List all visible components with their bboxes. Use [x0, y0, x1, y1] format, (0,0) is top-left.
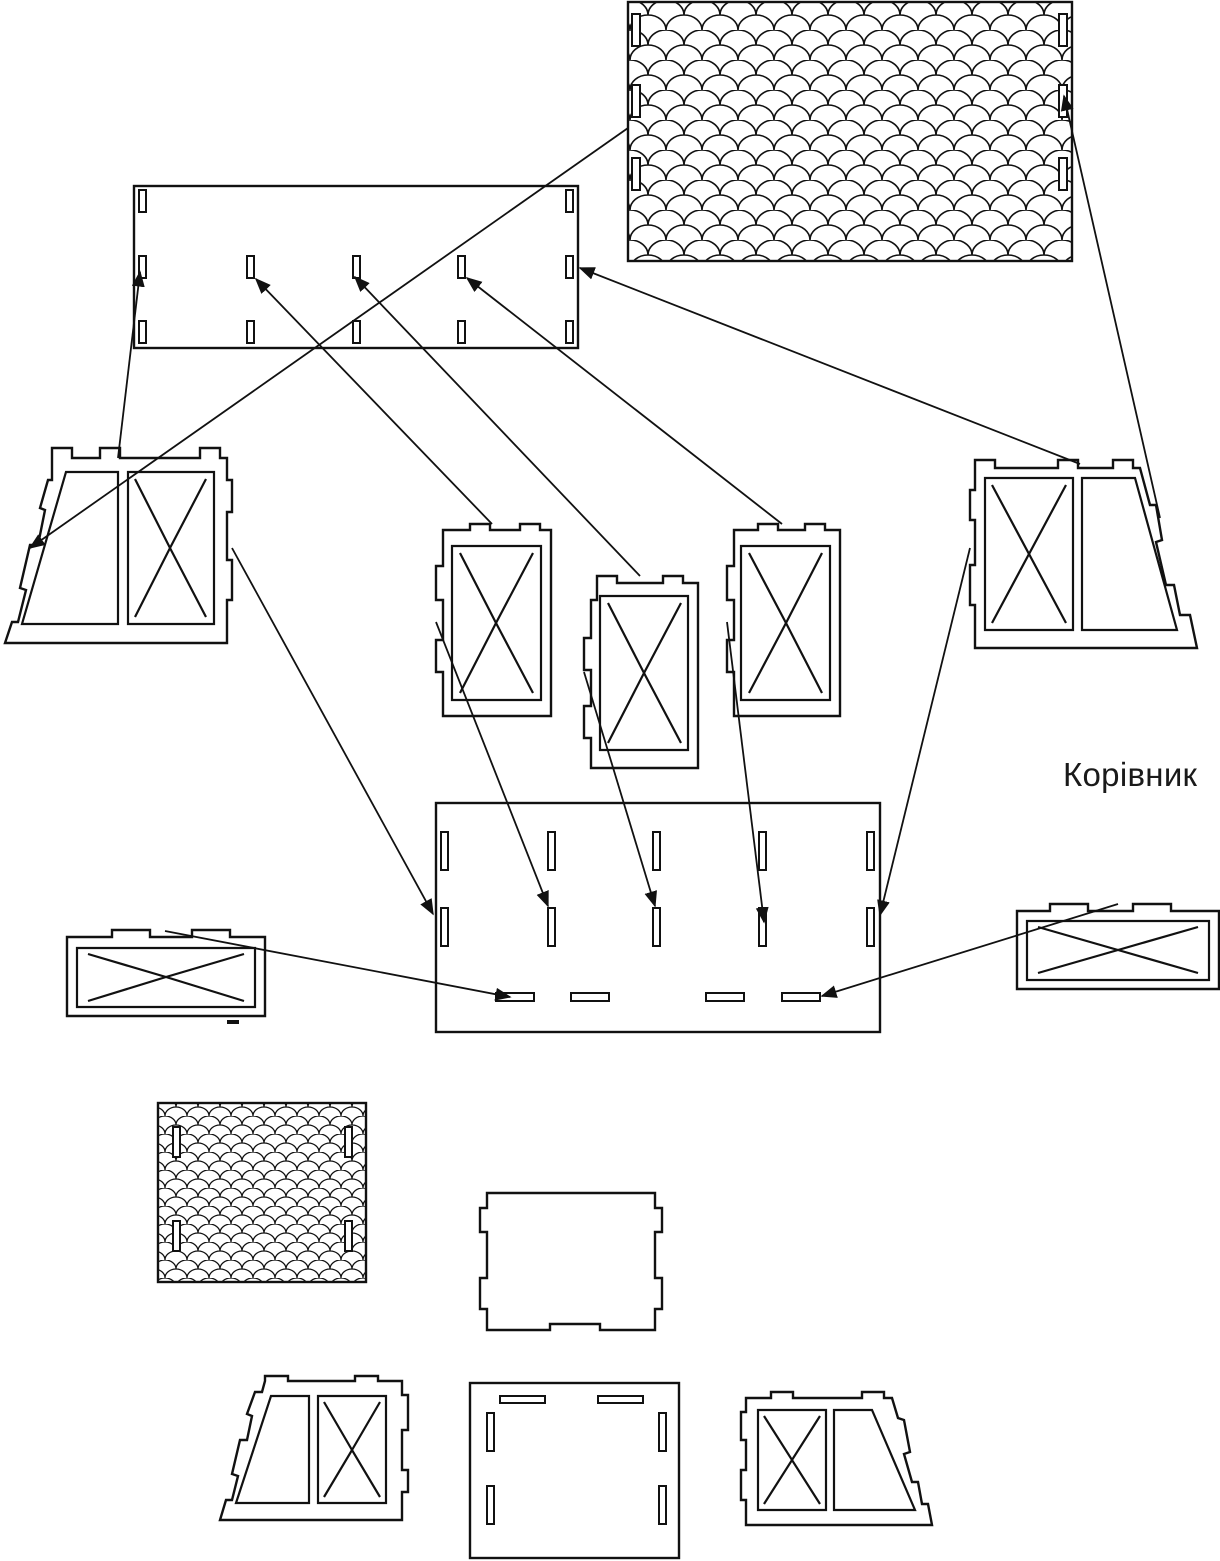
small-end-wall-right: [739, 1390, 934, 1527]
small-end-wall-left: [218, 1374, 410, 1522]
lower-base-slots: [440, 831, 875, 1002]
arrow-divider3-to-lower-base: [726, 621, 769, 924]
arrow-left-wall-to-upper-base: [117, 270, 145, 459]
arrow-divider2-to-lower-base: [583, 671, 657, 908]
roof-panel-large: [626, 0, 1074, 263]
small-base-panel: [468, 1381, 681, 1560]
small-floor-panel: [478, 1191, 664, 1332]
arrow-divider2-to-upper-base: [353, 275, 641, 577]
arrow-right-rail-to-lower-base: [820, 903, 1119, 998]
arrow-right-wall-to-roof: [1060, 94, 1161, 519]
side-rail-left: [65, 928, 267, 1024]
end-wall-right: [968, 458, 1199, 650]
upper-base-slots: [138, 189, 574, 344]
arrow-left-wall-to-lower-base: [231, 547, 434, 916]
diagram-caption: Корівник: [1063, 756, 1198, 793]
upper-base-panel: [132, 184, 580, 350]
side-rail-right: [1015, 902, 1220, 991]
small-roof-panel: [156, 1101, 368, 1284]
arrow-divider1-to-upper-base: [254, 277, 493, 525]
arrow-right-wall-to-lower-base: [877, 547, 971, 917]
end-wall-left: [3, 446, 234, 645]
arrow-left-rail-to-lower-base: [164, 930, 512, 1001]
stall-divider-3: [725, 522, 842, 718]
arrow-divider1-to-lower-base: [435, 621, 549, 908]
arrow-roof-to-left-wall: [28, 127, 629, 549]
stall-divider-2: [582, 574, 700, 770]
arrow-divider3-to-upper-base: [465, 277, 783, 525]
arrow-right-wall-to-upper-base: [578, 267, 1081, 465]
stall-divider-1: [434, 522, 553, 718]
lower-base-panel: [434, 801, 882, 1034]
assembly-arrows: [28, 94, 1161, 1001]
